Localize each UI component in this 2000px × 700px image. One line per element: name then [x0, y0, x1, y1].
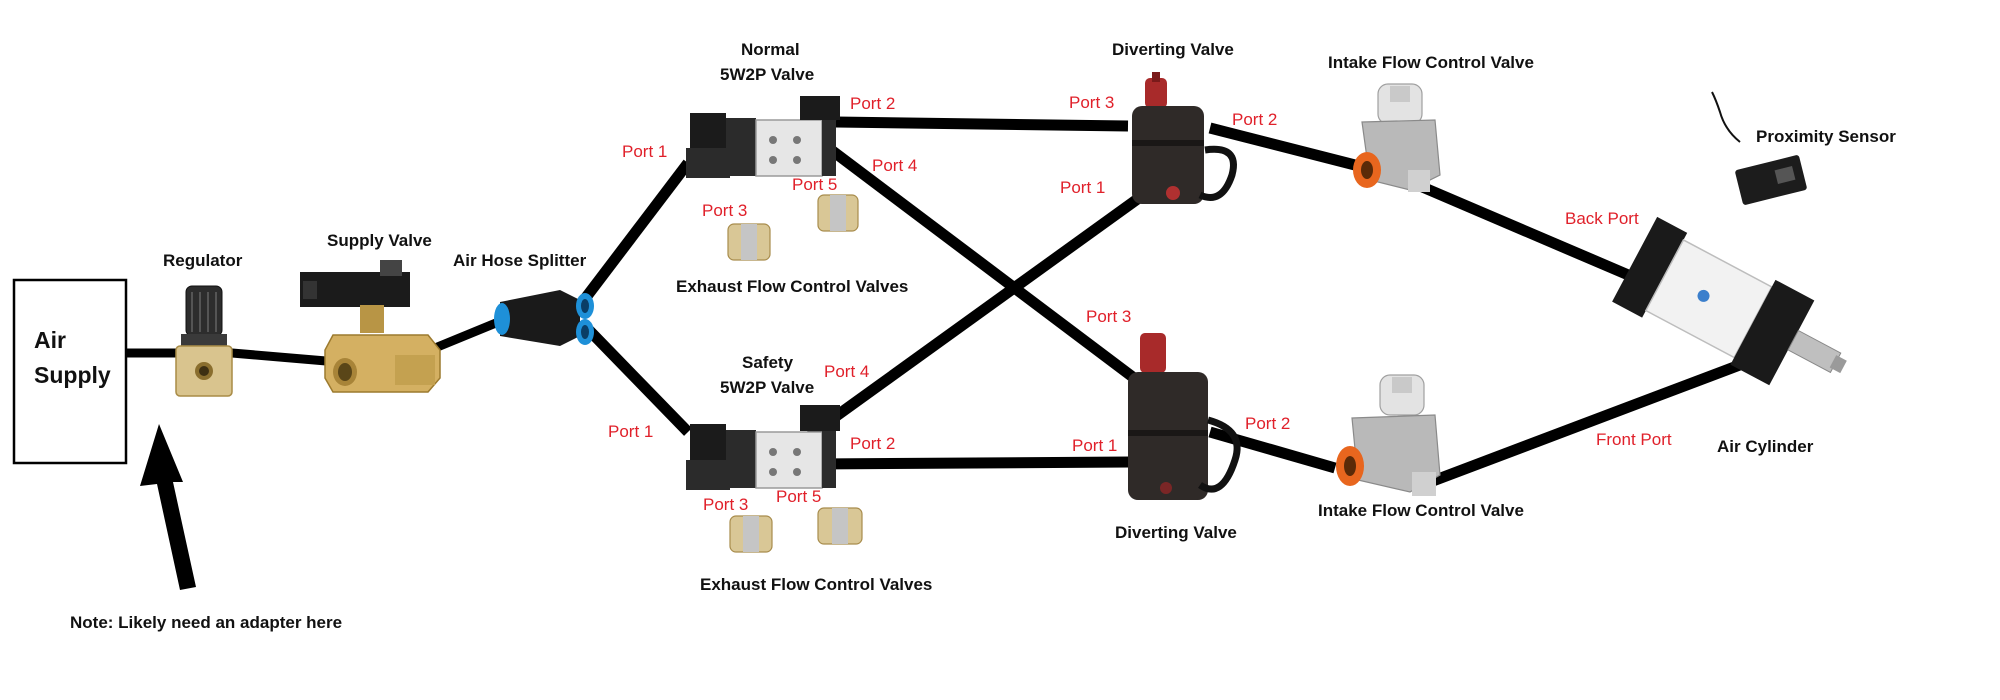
exhaust-valve-top-port3 — [727, 223, 771, 261]
hose-intake-top-to-cylinder-back-port — [1417, 180, 1643, 286]
hose-safety-port4-to-diverting-top-port1 — [806, 185, 1154, 440]
safety-port3-label: Port 3 — [703, 495, 748, 514]
supply-valve — [300, 260, 441, 393]
exhaust-top-label: Exhaust Flow Control Valves — [676, 277, 908, 296]
diverting-top-port3-label: Port 3 — [1069, 93, 1114, 112]
air-cylinder — [1612, 216, 1847, 386]
proximity-sensor — [1711, 91, 1807, 205]
diverting-bottom-port1-label: Port 1 — [1072, 436, 1117, 455]
hose-intake-bottom-to-cylinder-front-port — [1423, 357, 1747, 490]
intake-top-label: Intake Flow Control Valve — [1328, 53, 1534, 72]
normal-port5-label: Port 5 — [792, 175, 837, 194]
diverting-bottom-port2-label: Port 2 — [1245, 414, 1290, 433]
hoses — [126, 116, 1747, 490]
hose-normal-port2-to-diverting-top-port3 — [835, 116, 1129, 132]
back-port-label: Back Port — [1565, 209, 1639, 228]
safety-valve-label-line1: Safety — [742, 353, 794, 372]
normal-port1-label: Port 1 — [622, 142, 667, 161]
regulator-label: Regulator — [163, 251, 243, 270]
normal-port3-label: Port 3 — [702, 201, 747, 220]
hose-diverting-top-to-intake-top — [1208, 122, 1357, 171]
proximity-sensor-label: Proximity Sensor — [1756, 127, 1896, 146]
air-hose-splitter — [494, 290, 594, 346]
intake-bottom-label: Intake Flow Control Valve — [1318, 501, 1524, 520]
supply-valve-label: Supply Valve — [327, 231, 432, 250]
diverting-top-label: Diverting Valve — [1112, 40, 1234, 59]
exhaust-valve-bottom-port5 — [817, 507, 863, 545]
diverting-valve-top — [1132, 72, 1237, 204]
safety-5w2p-valve — [686, 405, 840, 490]
port-labels: Port 1 Port 2 Port 4 Port 3 Port 5 Port … — [608, 93, 1672, 514]
intake-flow-control-valve-bottom — [1336, 374, 1441, 496]
hose-normal-port4-to-diverting-bottom-port3 — [814, 135, 1154, 395]
diverting-bottom-port3-label: Port 3 — [1086, 307, 1131, 326]
air-cylinder-label: Air Cylinder — [1717, 437, 1814, 456]
normal-valve-label-line2: 5W2P Valve — [720, 65, 814, 84]
regulator — [175, 285, 233, 397]
normal-port4-label: Port 4 — [872, 156, 917, 175]
front-port-label: Front Port — [1596, 430, 1672, 449]
adapter-note: Note: Likely need an adapter here — [70, 613, 342, 632]
safety-valve-label-line2: 5W2P Valve — [720, 378, 814, 397]
normal-5w2p-valve — [686, 96, 840, 178]
intake-flow-control-valve-top — [1353, 83, 1441, 192]
hose-splitter-to-safety-valve — [580, 321, 692, 436]
splitter-label: Air Hose Splitter — [453, 251, 587, 270]
normal-valve-label-line1: Normal — [741, 40, 800, 59]
safety-port2-label: Port 2 — [850, 434, 895, 453]
hose-safety-port2-to-diverting-bottom-port1 — [814, 456, 1131, 470]
exhaust-valve-bottom-port3 — [729, 515, 773, 553]
diverting-top-port2-label: Port 2 — [1232, 110, 1277, 129]
air-supply-label-line1: Air — [34, 327, 66, 353]
normal-port2-label: Port 2 — [850, 94, 895, 113]
safety-port5-label: Port 5 — [776, 487, 821, 506]
exhaust-valve-top-port5 — [817, 194, 859, 232]
exhaust-bottom-label: Exhaust Flow Control Valves — [700, 575, 932, 594]
air-supply-box: Air Supply — [12, 278, 128, 465]
hose-splitter-to-normal-valve — [579, 159, 693, 304]
hose-diverting-bottom-to-intake-bottom — [1208, 426, 1337, 474]
safety-port1-label: Port 1 — [608, 422, 653, 441]
diverting-valve-bottom — [1128, 333, 1241, 500]
air-supply-label-line2: Supply — [34, 362, 111, 388]
safety-port4-label: Port 4 — [824, 362, 869, 381]
hose-regulator-to-supply-valve — [231, 348, 339, 367]
diverting-top-port1-label: Port 1 — [1060, 178, 1105, 197]
note-arrow — [140, 424, 196, 590]
diverting-bottom-label: Diverting Valve — [1115, 523, 1237, 542]
